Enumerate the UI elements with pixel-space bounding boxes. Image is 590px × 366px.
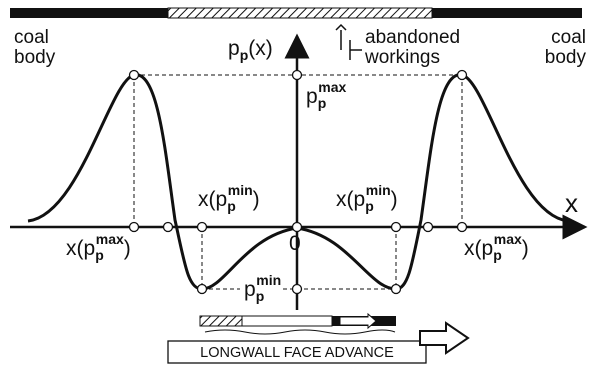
coal-body-right-label-1: coal xyxy=(551,27,586,48)
longwall-open-section xyxy=(241,315,333,327)
longwall-label: LONGWALL FACE ADVANCE xyxy=(200,345,394,361)
point-pmin-right-trough xyxy=(390,283,402,295)
key-points xyxy=(128,69,468,295)
x-pmin-right-label: x(ppmin) xyxy=(336,182,398,214)
x-pmax-left-label: x(ppmax) xyxy=(66,231,131,263)
x-pmax-right-label: x(ppmax) xyxy=(464,231,529,263)
point-crossing-right xyxy=(422,221,434,233)
origin-label: 0 xyxy=(289,232,301,255)
x-pmin-left-label: x(ppmin) xyxy=(198,182,260,214)
coal-body-right-label-2: body xyxy=(545,47,587,68)
point-x-pmin-right xyxy=(390,221,402,233)
point-pmax-right-peak xyxy=(456,69,468,81)
abandoned-bracket-icon xyxy=(349,40,362,60)
point-pmin-axis xyxy=(291,283,303,295)
coal-body-left-label-2: body xyxy=(14,47,56,68)
coal-body-bar-right xyxy=(432,8,582,18)
abandoned-arrow-icon xyxy=(335,23,347,50)
point-x-pmin-left xyxy=(196,221,208,233)
pmax-label: ppmax xyxy=(306,79,346,111)
point-crossing-left xyxy=(162,221,174,233)
longwall-goaf-hatch xyxy=(199,315,243,327)
point-origin xyxy=(291,221,303,233)
point-x-pmax-left xyxy=(128,221,140,233)
advance-arrow-icon xyxy=(419,321,470,355)
abandoned-label-2: workings xyxy=(364,47,440,68)
x-axis-label: x xyxy=(565,188,578,218)
point-pmax-left-peak xyxy=(128,69,140,81)
coal-body-left-label-1: coal xyxy=(14,27,49,48)
coal-body-bar-left xyxy=(10,8,168,18)
abandoned-label-1: abandoned xyxy=(365,27,460,48)
longwall-floor-wave xyxy=(204,329,396,335)
point-pmax-axis xyxy=(291,69,303,81)
point-pmin-left-trough xyxy=(196,283,208,295)
point-x-pmax-right xyxy=(456,221,468,233)
y-axis-label: pp(x) xyxy=(228,37,273,63)
longwall-inner-arrow-icon xyxy=(339,312,377,330)
abandoned-workings-bar xyxy=(167,7,433,19)
pmin-label: ppmin xyxy=(244,272,281,304)
longwall-schematic: LONGWALL FACE ADVANCE xyxy=(167,312,470,364)
longwall-label-box xyxy=(167,340,427,364)
